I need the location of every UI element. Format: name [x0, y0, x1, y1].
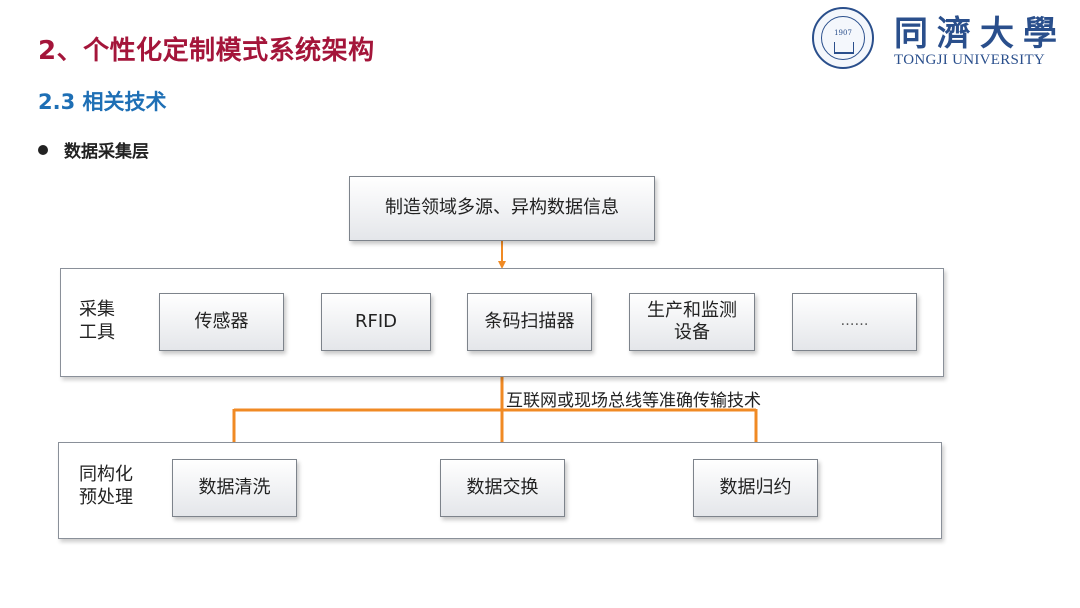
- slide-title: 2、个性化定制模式系统架构: [38, 36, 375, 66]
- section-subtitle: 2.3 相关技术: [38, 90, 167, 114]
- monitoring-label-line2: 设备: [674, 322, 710, 343]
- more-tools-box: ……: [792, 293, 917, 351]
- more-tools-label: ……: [840, 313, 869, 330]
- bullet-dot-icon: [38, 144, 48, 155]
- production-monitoring-box: 生产和监测 设备: [629, 293, 755, 351]
- preprocess-label-line1: 同构化: [79, 464, 133, 485]
- monitoring-label-line1: 生产和监测: [647, 299, 737, 321]
- preprocessing-label: 同构化 预处理: [79, 463, 133, 510]
- data-cleaning-box: 数据清洗: [172, 459, 297, 517]
- transmission-label: 互联网或现场总线等准确传输技术: [506, 391, 761, 411]
- logo-chinese-name: 同濟大學: [894, 14, 1066, 54]
- data-cleaning-label: 数据清洗: [198, 476, 271, 498]
- data-exchange-box: 数据交换: [440, 459, 565, 517]
- barcode-scanner-label: 条码扫描器: [484, 310, 575, 332]
- seal-year: 1907: [834, 29, 852, 37]
- bullet-item: 数据采集层: [38, 137, 149, 162]
- data-reduction-label: 数据归约: [719, 476, 792, 498]
- university-seal-icon: 1907: [812, 7, 874, 69]
- preprocess-label-line2: 预处理: [79, 487, 133, 509]
- seal-building-icon: [834, 42, 854, 54]
- university-logo: 1907 同濟大學 TONGJI UNIVERSITY: [812, 6, 1074, 74]
- sensor-box: 传感器: [159, 293, 284, 351]
- collection-label-line1: 采集: [79, 299, 115, 320]
- rfid-box: RFID: [321, 293, 431, 351]
- sensor-label: 传感器: [194, 310, 249, 332]
- source-data-label: 制造领域多源、异构数据信息: [385, 197, 619, 219]
- collection-tools-label: 采集 工具: [79, 298, 115, 345]
- barcode-scanner-box: 条码扫描器: [467, 293, 592, 351]
- seal-inner-ring: 1907: [821, 16, 865, 60]
- logo-english-name: TONGJI UNIVERSITY: [894, 52, 1046, 68]
- bullet-text: 数据采集层: [64, 142, 149, 162]
- collection-label-line2: 工具: [79, 322, 115, 344]
- source-data-box: 制造领域多源、异构数据信息: [349, 176, 655, 241]
- rfid-label: RFID: [354, 310, 398, 332]
- data-exchange-label: 数据交换: [466, 476, 539, 498]
- data-reduction-box: 数据归约: [693, 459, 818, 517]
